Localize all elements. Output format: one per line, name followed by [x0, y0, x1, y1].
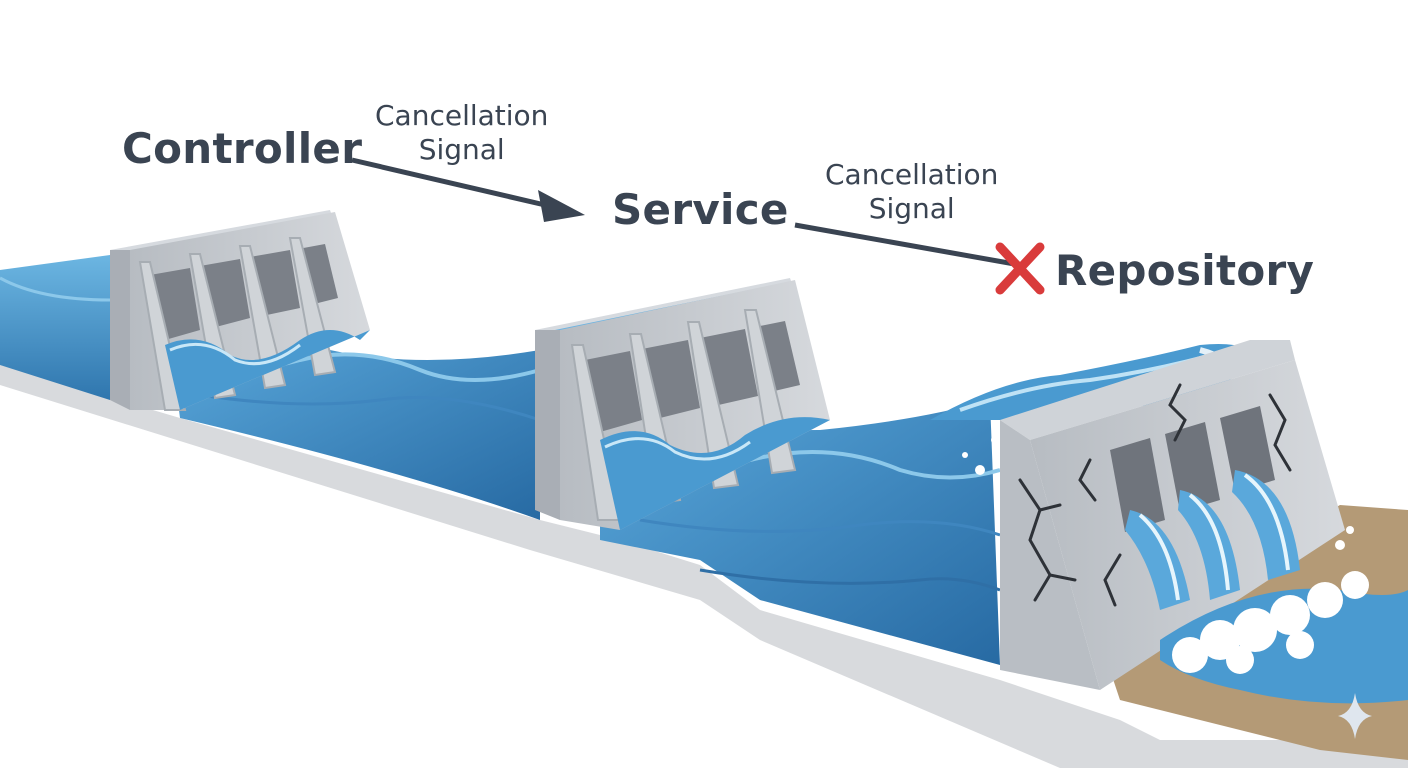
dam-service — [535, 278, 830, 530]
arrow-controller-to-service — [351, 157, 585, 222]
upper-reservoir — [0, 255, 111, 400]
repository-label: Repository — [1055, 246, 1315, 295]
water-jets — [1125, 470, 1300, 610]
cancellation-signal-1-line2: Signal — [418, 133, 505, 166]
dam-controller — [110, 210, 370, 411]
cancellation-signal-1-line1: Cancellation — [375, 99, 549, 132]
service-label: Service — [612, 185, 789, 234]
controller-label: Controller — [122, 124, 363, 173]
cancel-x-icon — [995, 242, 1045, 295]
foam — [1172, 526, 1369, 674]
dam-repository-cracked — [1000, 340, 1408, 704]
arrow-right-icon — [538, 190, 585, 222]
cancellation-signal-2-line2: Signal — [868, 192, 955, 225]
sparkle-icon — [1338, 693, 1372, 739]
arrow-service-to-repository — [794, 222, 1045, 295]
cancellation-signal-2: Cancellation Signal — [825, 158, 998, 226]
cancellation-signal-2-line1: Cancellation — [825, 158, 999, 191]
cancellation-signal-1: Cancellation Signal — [375, 99, 548, 167]
